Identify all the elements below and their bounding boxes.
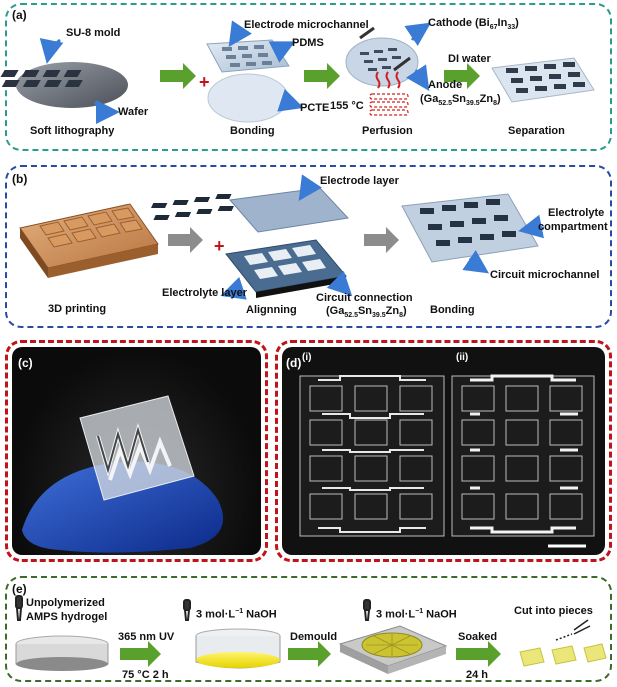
cathode-label: Cathode (Bi67In33) [428,17,519,32]
naoh-label-2: 3 mol·L−1 NaOH [376,608,457,621]
panel-d-frame [275,340,612,562]
heat-waves [375,71,401,89]
device-ii [451,375,595,537]
cut-into-pieces-label: Cut into pieces [514,605,593,617]
su8-mold-pattern [0,70,83,87]
pcte-label: PCTE [300,102,330,114]
arrow-e3 [456,641,501,667]
circuit-connection-label: Circuit connection [316,292,413,304]
di-water-label: DI water [448,53,491,65]
panel-d-tag: (d) [286,356,302,370]
pdms-label: PDMS [292,37,324,49]
panel-c-tag: (c) [18,356,33,370]
electrolyte-layer-label: Electrolyte layer [162,287,247,299]
su8-mold-label: SU-8 mold [66,27,121,39]
wafer-label: Wafer [118,106,149,118]
fingertip [22,461,224,553]
scissors-icon [555,619,591,641]
soft-lithography-label: Soft lithography [30,125,115,137]
dropper-icon-3 [363,599,371,621]
arrow-e1 [120,641,161,667]
soak-dish [338,625,448,674]
aligning-label: Alignning [246,304,297,316]
arrow-a1 [160,63,196,89]
soaked-label: Soaked [458,631,498,643]
heater-coil [369,93,409,116]
sub-i-label: (i) [302,352,312,363]
panel-e-frame [5,576,612,682]
electrode-layer-label: Electrode layer [320,175,399,187]
arrow-b2 [364,227,399,253]
dropper-icon-2 [183,599,191,621]
naoh-label-1: 3 mol·L−1 NaOH [196,608,277,621]
compartment-label: compartment [538,221,608,233]
electrode-microchannel-label: Electrode microchannel [244,19,369,31]
arrow-e2 [288,641,331,667]
demould-label: Demould [290,631,338,643]
amps-hydrogel-label: AMPS hydrogel [26,611,108,623]
pcte-membrane [207,73,289,123]
circuit-connection-composition: (Ga52.5Sn39.5Zn8) [326,305,407,320]
device-i [299,375,445,537]
beaker-hydrogel [195,628,281,669]
3d-printing-label: 3D printing [48,303,107,315]
anode-label: Anode [428,79,463,91]
beaker-unpolymerized [15,635,109,671]
syringe-top [359,26,375,40]
circuit-microchannel-label: Circuit microchannel [490,269,600,281]
electrode-layer-sheet [229,187,350,233]
arrow-b1 [168,227,203,253]
unpolymerized-label: Unpolymerized [26,597,105,609]
perfusion-device [345,37,419,87]
arrow-a3 [444,63,480,89]
bonding-a-label: Bonding [230,125,275,137]
sub-ii-label: (ii) [456,352,469,363]
hydrogel-pieces [519,643,607,667]
panel-b-frame [5,165,612,328]
syringe-bottom [393,56,411,72]
panel-c-frame [5,340,268,562]
panel-e-tag: (e) [12,582,27,596]
device-i-circuit [318,375,426,533]
dropper-icon-1 [15,595,23,621]
condition-label: 75 °C 2 h [122,669,169,681]
temperature-label: 155 °C [330,100,364,112]
perfusion-label: Perfusion [362,125,413,137]
plus-sign-b: + [214,236,225,256]
separation-device [491,57,595,103]
arrow-a2 [304,63,340,89]
panel-a-tag: (a) [12,8,27,22]
panel-b-tag: (b) [12,172,28,186]
anode-composition: (Ga52.5Sn39.5Zn8) [420,93,501,108]
electrolyte-label: Electrolyte [548,207,605,219]
hours-label: 24 h [466,669,489,681]
bonding-b-label: Bonding [430,304,475,316]
separation-label: Separation [508,125,565,137]
uv-label: 365 nm UV [118,631,175,643]
device-ii-circuit [470,374,578,534]
plus-sign-a: + [199,72,210,92]
